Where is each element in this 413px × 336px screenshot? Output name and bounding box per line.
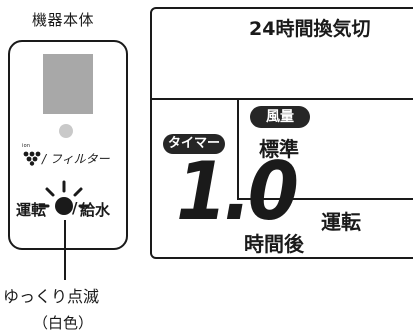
device-caption: 機器本体 [32,11,95,29]
callout-leader-line [64,220,66,280]
timer-badge: タイマー [163,134,225,154]
wind-value: 標準 [259,137,299,161]
timer-value: 1.0 [176,145,299,238]
label-separator: / [72,199,78,217]
device-indicator-lamp [59,124,73,138]
device-display-window [43,54,93,114]
lcd-title: 24時間換気切 [249,18,371,40]
lcd-panel [150,7,413,259]
blink-color-label: （白色） [33,314,94,332]
grape-icon [23,151,41,166]
lcd-divider-vertical [237,98,239,200]
timer-unit: 時間後 [244,232,304,256]
lcd-divider-lower [237,198,413,200]
lcd-status: 運転 [321,210,361,234]
blink-callout-label: ゆっくり点滅 [3,287,100,306]
lcd-divider-horizontal [152,98,413,100]
filter-label: / フィルター [42,152,110,166]
wind-badge: 風量 [250,106,310,128]
blinking-light-icon [38,180,90,215]
ion-label: ion [22,143,31,149]
water-supply-label: 給水 [80,201,111,219]
operation-label: 運転 [16,201,47,219]
